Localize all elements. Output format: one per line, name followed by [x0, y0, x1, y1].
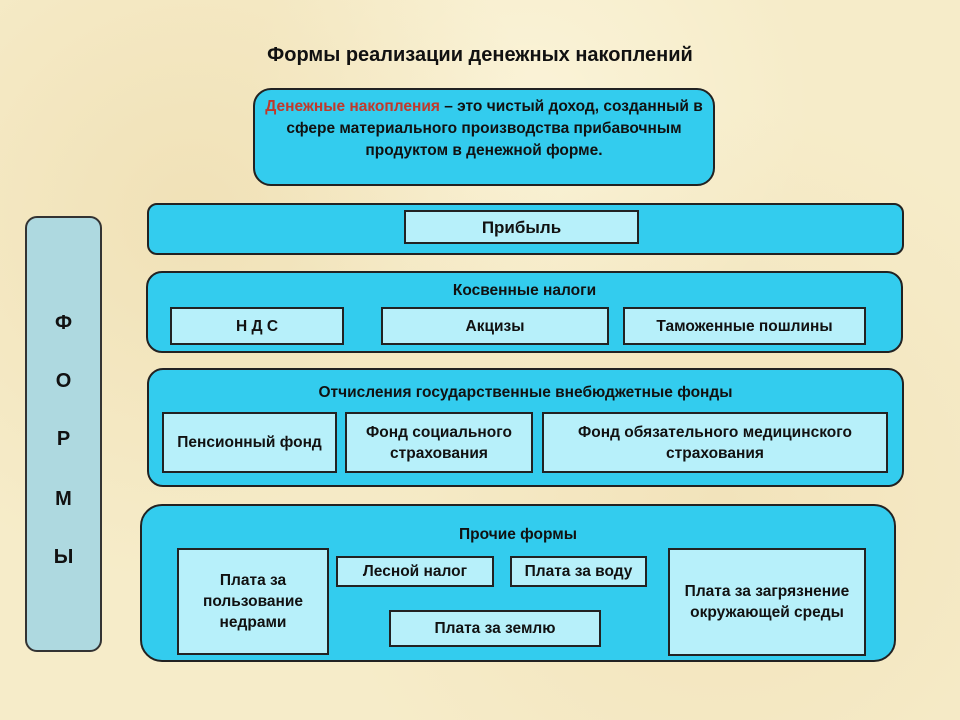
funds-label: Отчисления государственные внебюджетные … — [318, 384, 733, 401]
other-forms-label: Прочие формы — [459, 526, 577, 543]
side-letter: М — [55, 488, 72, 510]
tax-customs-box: Таможенные пошлины — [623, 307, 866, 345]
forms-side-label: Ф О Р М Ы — [25, 216, 102, 652]
other-pollution-box: Плата за загрязнение окружающей среды — [668, 548, 866, 656]
other-forest-tax-box: Лесной налог — [336, 556, 494, 587]
other-land-box: Плата за землю — [389, 610, 601, 647]
definition-term: Денежные накопления — [265, 98, 440, 115]
fund-pension-box: Пенсионный фонд — [162, 412, 337, 473]
side-letter: Ы — [53, 546, 74, 568]
side-letter: Ф — [54, 312, 73, 334]
side-letter: Р — [56, 428, 71, 450]
other-subsoil-box: Плата за пользование недрами — [177, 548, 329, 655]
profit-box: Прибыль — [404, 210, 639, 244]
indirect-taxes-label: Косвенные налоги — [452, 282, 597, 299]
fund-social-box: Фонд социального страхования — [345, 412, 533, 473]
other-water-box: Плата за воду — [510, 556, 647, 587]
fund-medical-box: Фонд обязательного медицинского страхова… — [542, 412, 888, 473]
definition-text: – это чистый доход, созданный в сфере ма… — [286, 98, 703, 159]
tax-excise-box: Акцизы — [381, 307, 609, 345]
page-title: Формы реализации денежных накоплений — [267, 44, 693, 66]
definition-box: Денежные накопления – это чистый доход, … — [253, 88, 715, 186]
tax-vat-box: Н Д С — [170, 307, 344, 345]
side-letter: О — [55, 370, 72, 392]
